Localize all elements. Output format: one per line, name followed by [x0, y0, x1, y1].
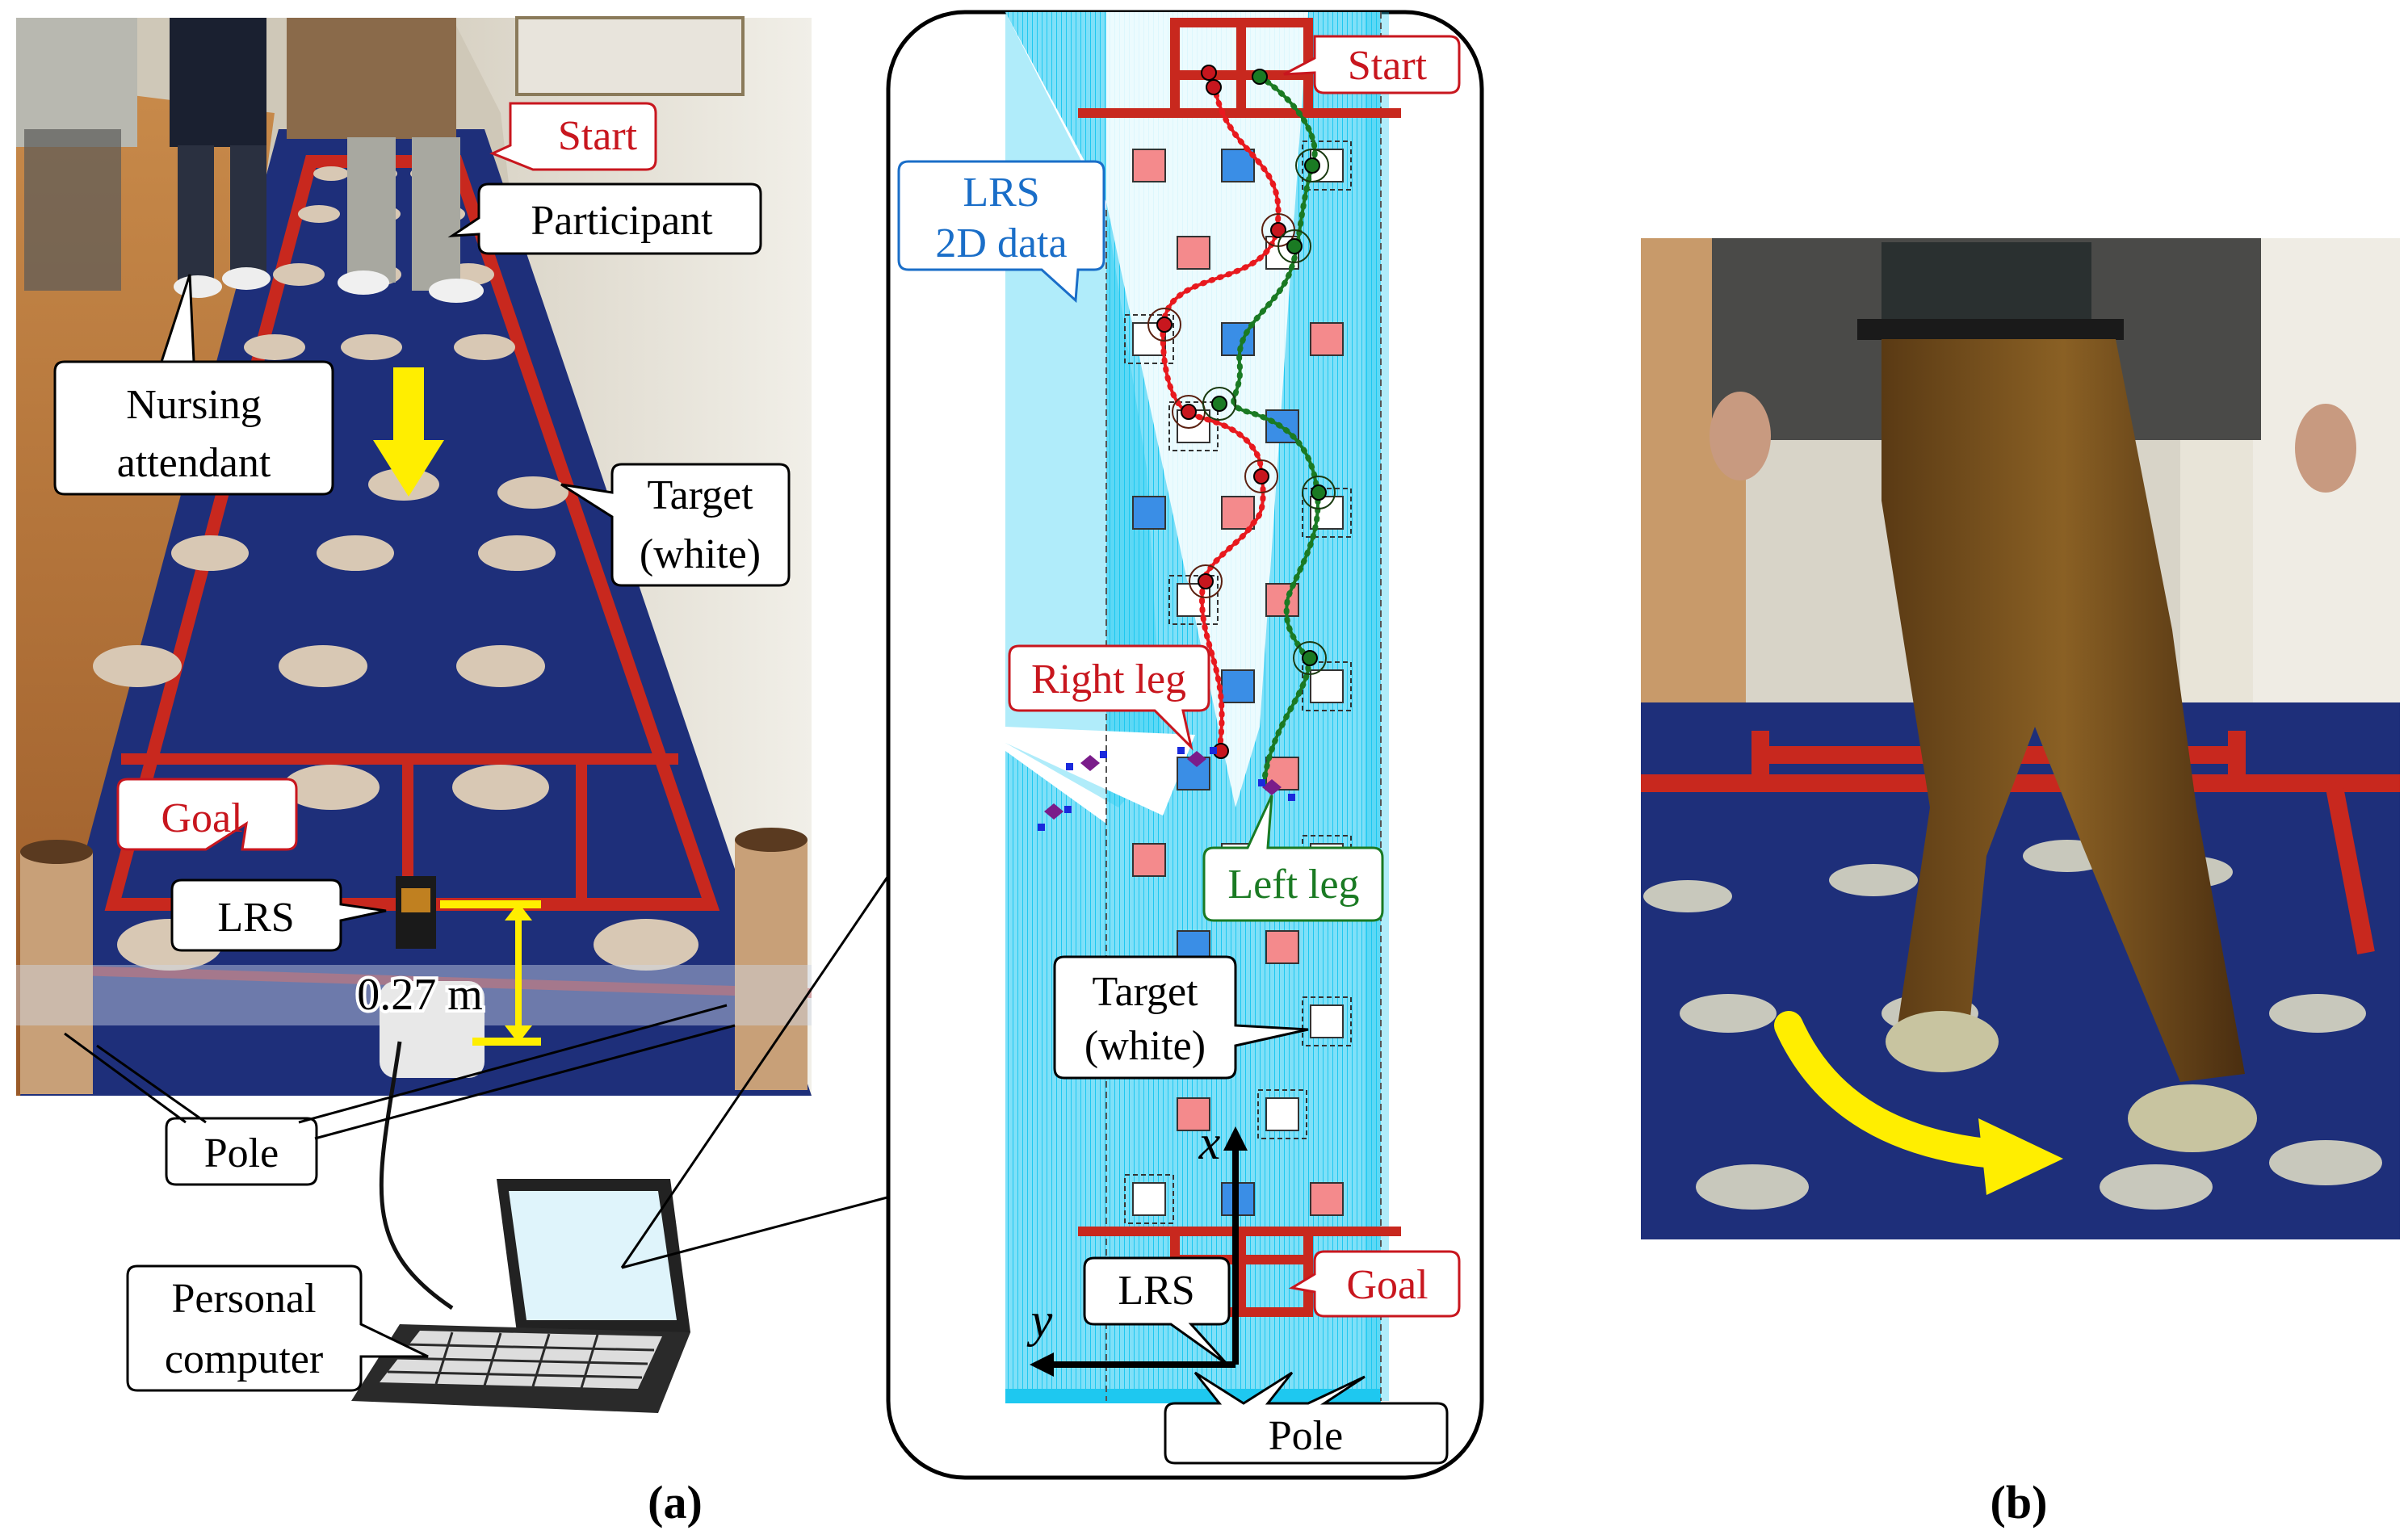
personal-computer-label-line1: Personal — [171, 1276, 316, 1322]
goal-label-scan: Goal — [1346, 1262, 1428, 1308]
right-leg-label: Right leg — [1031, 656, 1186, 702]
pole-label-photo: Pole — [204, 1130, 279, 1176]
caption-a: (a) — [648, 1476, 703, 1529]
nursing-attendant-label-line2: attendant — [117, 440, 271, 486]
target-label-scan-line1: Target — [1092, 969, 1198, 1015]
participant-label: Participant — [531, 198, 713, 244]
pole-right — [735, 828, 808, 1090]
nursing-attendant-label-line1: Nursing — [126, 382, 262, 428]
left-leg-label: Left leg — [1227, 862, 1359, 908]
walking-photo — [1641, 238, 2400, 1239]
distance-label: 0.27 m — [357, 970, 483, 1020]
x-axis-label: x — [1198, 1116, 1221, 1169]
start-label-scan: Start — [1348, 43, 1428, 89]
personal-computer-label-line2: computer — [165, 1336, 323, 1382]
target-label-photo-line2: (white) — [640, 531, 761, 577]
start-label-photo: Start — [558, 113, 638, 159]
lrs-2d-label-line1: LRS — [963, 170, 1039, 216]
pole-label-scan: Pole — [1269, 1413, 1343, 1459]
lrs-2d-label-line2: 2D data — [935, 220, 1067, 266]
target-label-photo-line1: Target — [647, 472, 753, 518]
lrs-label-photo: LRS — [217, 895, 294, 941]
laptop-icon — [351, 1179, 690, 1413]
target-label-scan-line2: (white) — [1084, 1023, 1206, 1069]
goal-label-photo: Goal — [161, 795, 242, 841]
lrs-label-scan: LRS — [1118, 1268, 1194, 1314]
caption-b: (b) — [1991, 1476, 2048, 1529]
